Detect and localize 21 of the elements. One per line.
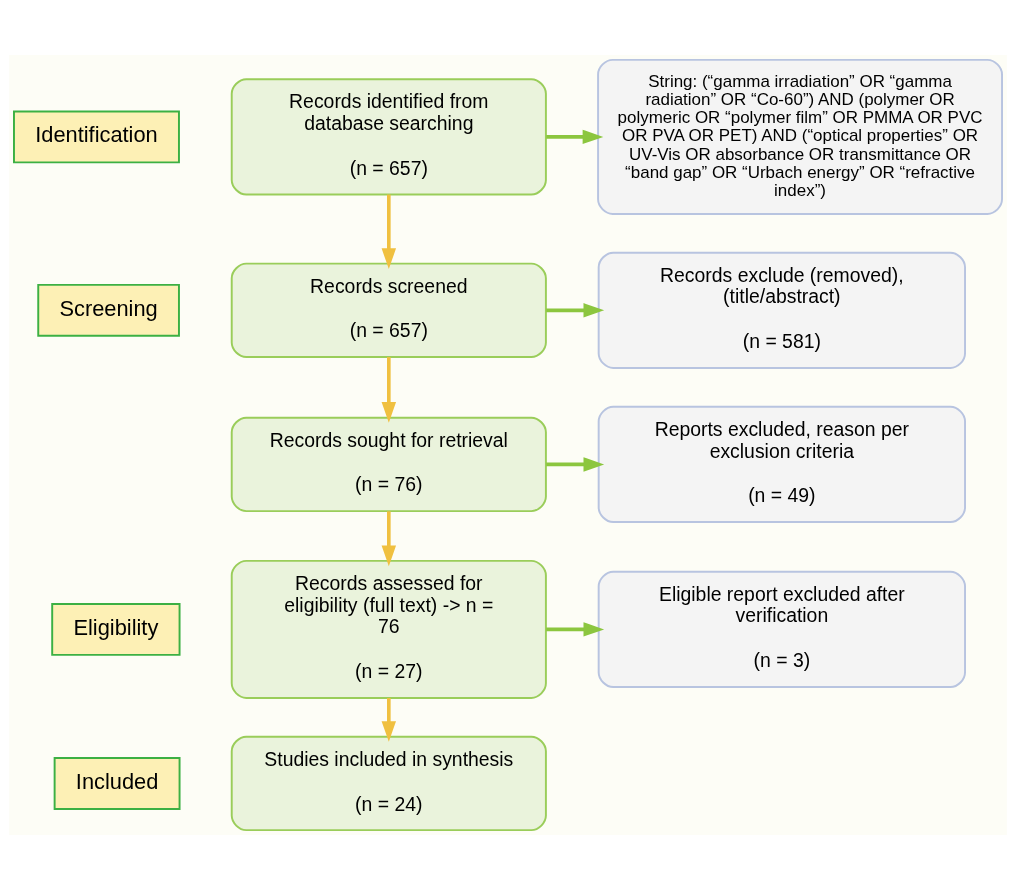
node-box: Records exclude (removed), (title/abstract) (n = 581) xyxy=(597,251,966,369)
node-box: Records identified from database searching (n = 657) xyxy=(230,78,547,196)
arrow xyxy=(545,457,604,472)
node-box: Eligibility xyxy=(50,602,181,656)
arrow xyxy=(545,303,604,318)
node-box: Records assessed for eligibility (full text) -> n = 76 (n = 27) xyxy=(230,559,547,699)
arrow xyxy=(381,194,396,270)
arrow xyxy=(545,622,604,637)
node-box: Eligible report excluded after verification (n = 3) xyxy=(597,570,966,688)
node-box: Identification xyxy=(12,110,180,164)
node-box: Included xyxy=(53,757,181,810)
node-box: Studies included in synthesis (n = 24) xyxy=(230,735,547,832)
arrow xyxy=(381,357,396,423)
node-box: Records sought for retrieval (n = 76) xyxy=(230,416,547,513)
node-box: Reports excluded, reason per exclusion criteria (n = 49) xyxy=(597,405,966,523)
arrow xyxy=(381,698,396,742)
arrow xyxy=(545,129,603,145)
node-box: String: (“gamma irradiation” OR “gamma radiation” OR “Co-60”) AND (polymer OR polymeric OR “polymer film” OR PMMA OR PVC OR PVA OR PET) AND (“optical properties” OR UV-Vis OR absorbance OR transmittance OR “band gap” OR “Urbach energy” OR “refractive index”) xyxy=(596,58,1003,215)
arrow xyxy=(381,511,396,567)
node-box: Screening xyxy=(36,283,180,337)
node-box: Records screened (n = 657) xyxy=(230,262,547,359)
